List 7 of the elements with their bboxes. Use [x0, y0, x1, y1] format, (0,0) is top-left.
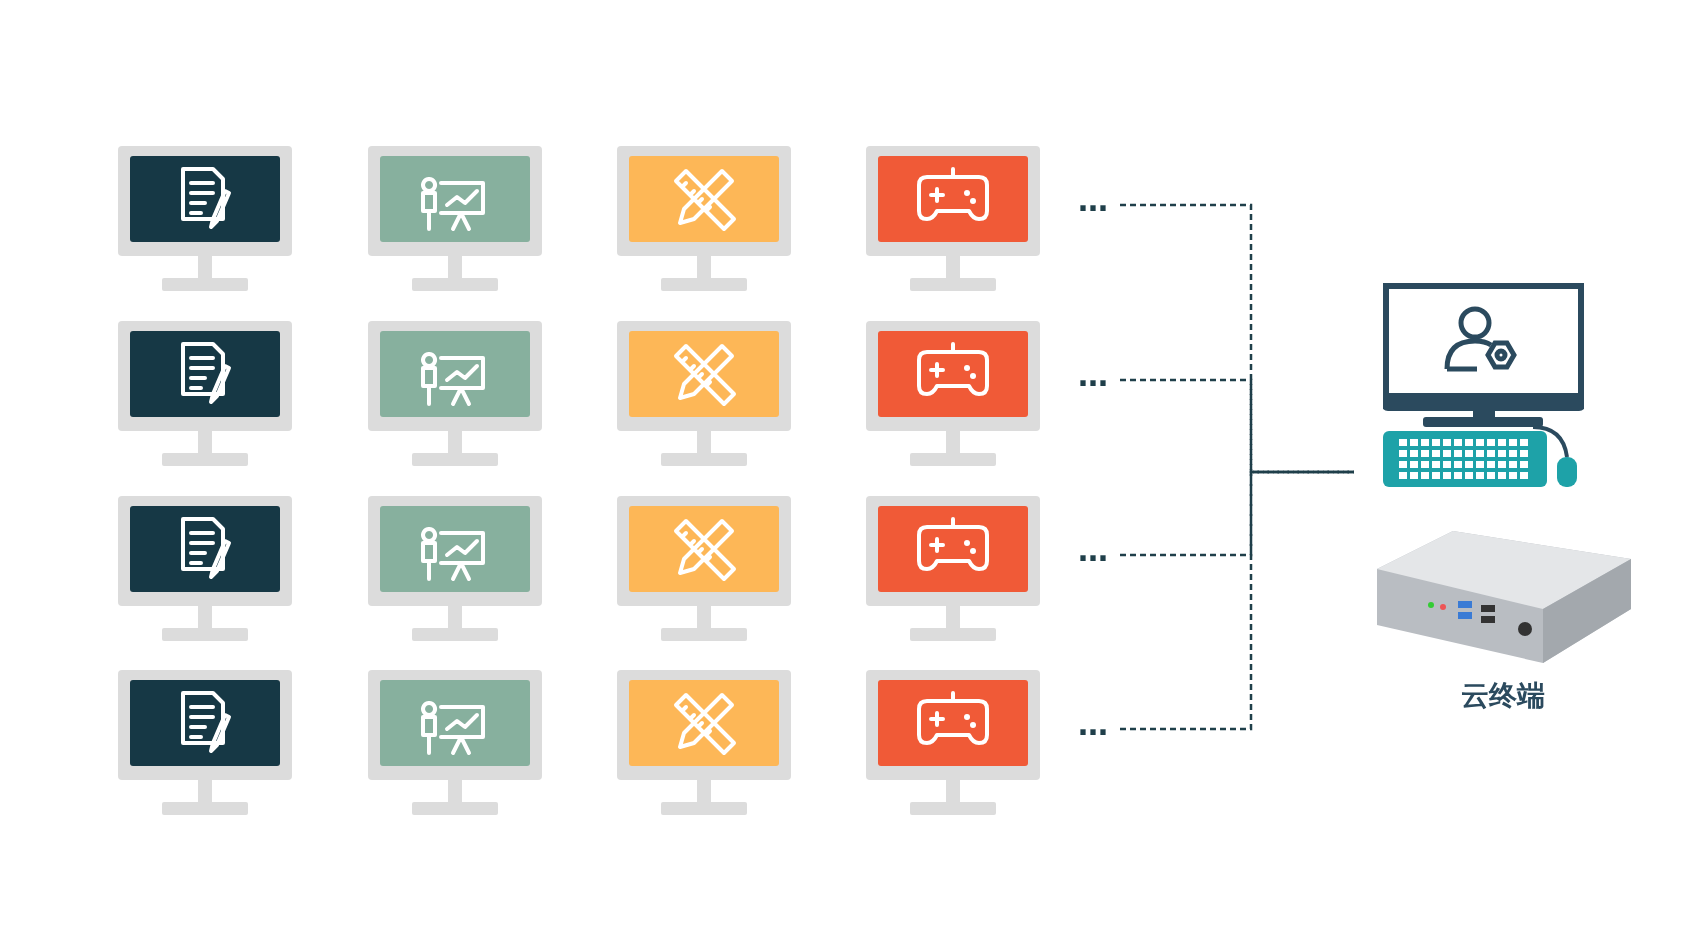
dashed-connector	[1120, 470, 1354, 731]
ellipsis-text: …	[1078, 186, 1108, 216]
dashed-connector	[1120, 470, 1354, 557]
ellipsis-text: …	[1078, 536, 1108, 566]
ellipsis-text: …	[1078, 361, 1108, 391]
ellipsis-text: …	[1078, 710, 1108, 740]
device-caption: 云终端	[1461, 678, 1545, 714]
